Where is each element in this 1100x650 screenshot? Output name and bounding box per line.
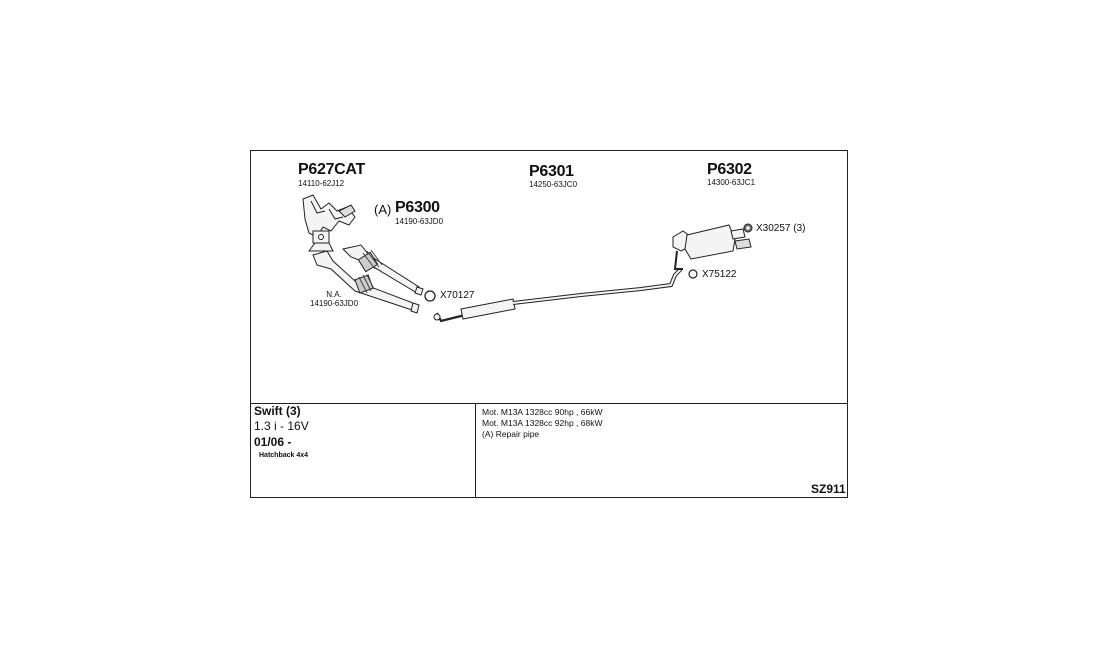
table-top-divider [251,403,847,404]
not-available-oem-number: 14190-63JD0 [310,299,359,308]
vehicle-date-range: 01/06 - [254,435,292,449]
exhaust-system-drawing [302,194,753,323]
note-line-2: Mot. M13A 1328cc 92hp , 68kW [482,418,603,428]
vehicle-body-type: Hatchback 4x4 [259,452,309,459]
x70127-ring-drawing [424,290,436,302]
na-pipe-drawing [312,250,420,314]
rear-muffler-part-code[interactable]: P6302 [707,161,752,178]
note-line-3: (A) Repair pipe [482,429,540,439]
front-pipe-drawing [342,244,424,296]
fitting-x70127-code[interactable]: X70127 [440,290,475,301]
center-pipe-oem-number: 14250-63JC0 [529,180,578,189]
front-pipe-part-code[interactable]: P6300 [395,199,440,216]
catalyst-oem-number: 14110-62J12 [298,179,345,188]
table-column-divider [475,403,476,497]
center-pipe-part-code[interactable]: P6301 [529,163,574,180]
front-pipe-oem-number: 14190-63JD0 [395,217,444,226]
vehicle-engine: 1.3 i - 16V [254,419,309,433]
x75122-ring-drawing [688,269,698,279]
rear-muffler-drawing [672,224,752,270]
catalyst-part-code[interactable]: P627CAT [298,161,365,178]
front-pipe-prefix: (A) [374,202,392,217]
fitting-x30257-code[interactable]: X30257 (3) [756,223,806,234]
vehicle-model: Swift (3) [254,404,301,418]
not-available-label: N.A. [326,290,342,299]
center-pipe-drawing [433,267,683,323]
diagram-reference: SZ911 [811,482,846,496]
catalyst-part-drawing [302,194,356,252]
rear-muffler-oem-number: 14300-63JC1 [707,178,756,187]
note-line-1: Mot. M13A 1328cc 90hp , 66kW [482,407,603,417]
not-available-block: N.A. 14190-63JD0 [310,290,358,308]
fitting-x75122-code[interactable]: X75122 [702,269,737,280]
diagram-sheet: P627CAT 14110-62J12 (A) P6300 14190-63JD… [250,150,848,498]
